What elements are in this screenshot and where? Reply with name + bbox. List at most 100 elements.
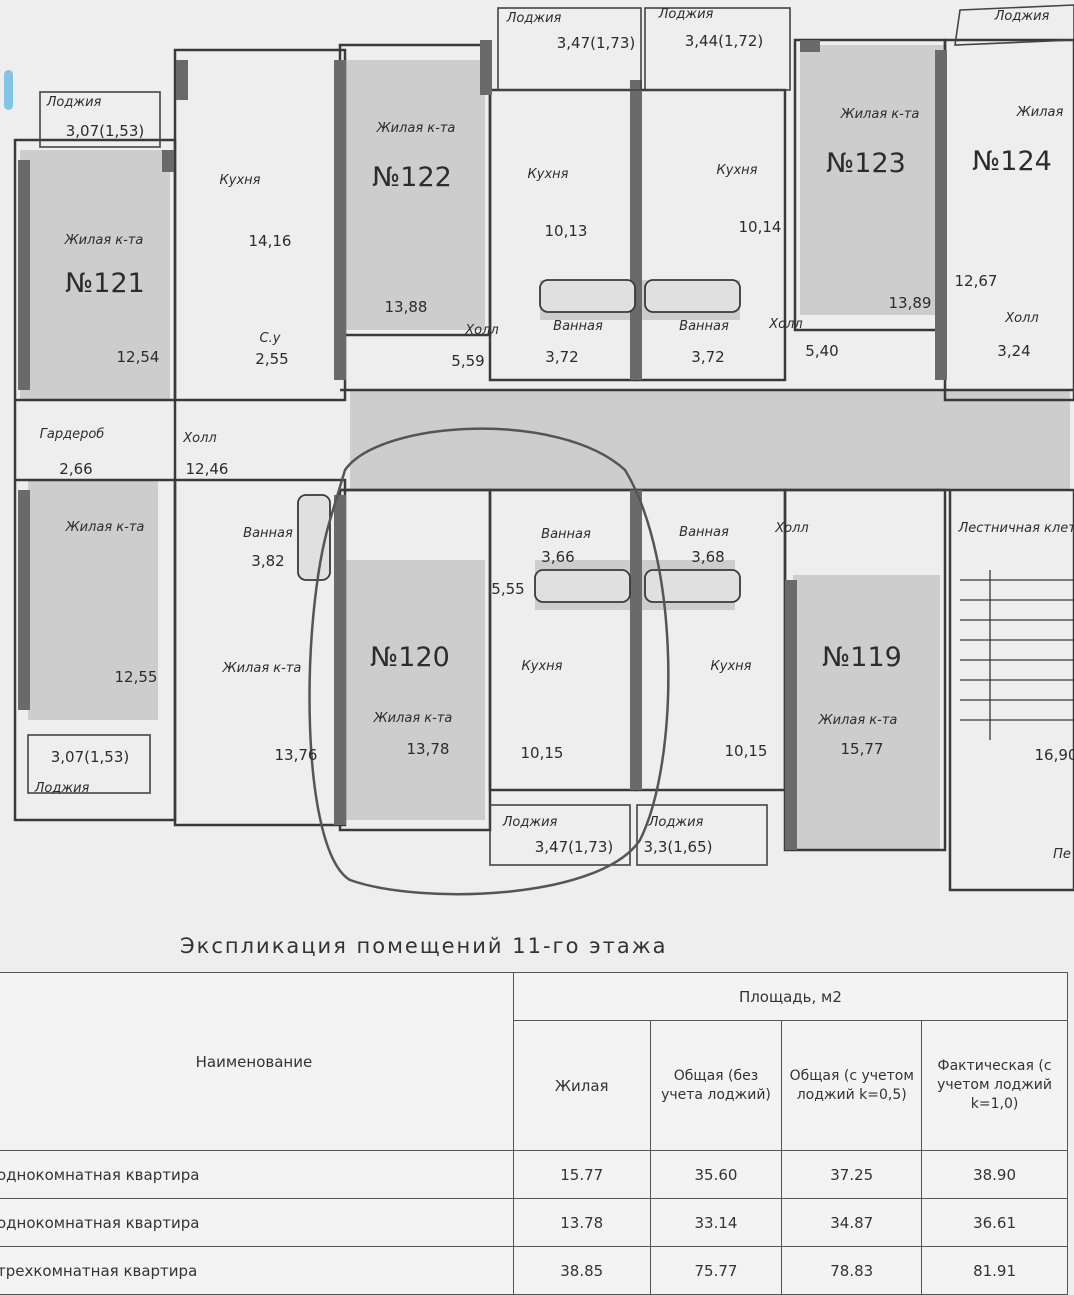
room-area: 3,82 [251, 552, 284, 570]
row-total: 75.77 [650, 1247, 782, 1295]
room-name: Лоджия [502, 815, 558, 830]
row-k05: 78.83 [782, 1247, 922, 1295]
room-area: 12,67 [955, 272, 998, 290]
explication-table: Наименование Площадь, м2 Жилая Общая (бе… [0, 972, 1068, 1295]
room-name: Кухня [711, 659, 752, 674]
room-area: 3,24 [997, 342, 1030, 360]
row-k05: 37.25 [782, 1151, 922, 1199]
room-area: 2,55 [255, 350, 288, 368]
room-name: Жилая [1016, 105, 1064, 120]
room-name: Холл [182, 431, 216, 446]
apt-120: №120 [370, 642, 450, 673]
room-name: Жилая к-та [65, 520, 145, 535]
room-name: Холл [1004, 311, 1038, 326]
room-name: Холл [768, 317, 802, 332]
header-total-no-loggia: Общая (без учета лоджий) [650, 1021, 782, 1151]
apt-123: №123 [826, 148, 906, 179]
room-area: 13,88 [385, 298, 428, 316]
room-name: Пе [1053, 847, 1071, 862]
row-name: однокомнатная квартира [0, 1199, 513, 1247]
room-name: Лоджия [658, 7, 714, 22]
room-name: Жилая к-та [818, 713, 898, 728]
room-name: Жилая к-та [373, 711, 453, 726]
room-name: Ванная [541, 527, 591, 542]
room-name: Жилая к-та [222, 661, 302, 676]
room-name: Жилая к-та [376, 121, 456, 136]
room-name: Ванная [679, 525, 729, 540]
room-name: Лестничная клетка Н [958, 521, 1074, 536]
row-name: трехкомнатная квартира [0, 1247, 513, 1295]
room-name: Лоджия [506, 11, 562, 26]
room-name: С.у [260, 331, 281, 346]
room-area: 3,07(1,53) [51, 748, 130, 766]
row-k05: 34.87 [782, 1199, 922, 1247]
room-name: Лоджия [648, 815, 704, 830]
room-area: 15,77 [841, 740, 884, 758]
explication-title: Экспликация помещений 11-го этажа [180, 934, 780, 958]
table-row: трехкомнатная квартира 38.85 75.77 78.83… [0, 1247, 1068, 1295]
room-area: 10,15 [725, 742, 768, 760]
room-name: Кухня [220, 173, 261, 188]
room-name: Лоджия [34, 781, 90, 796]
header-total-k05: Общая (с учетом лоджий k=0,5) [782, 1021, 922, 1151]
row-name: однокомнатная квартира [0, 1151, 513, 1199]
row-k10: 36.61 [922, 1199, 1068, 1247]
apt-119: №119 [822, 642, 902, 673]
floor-plan: №121 №122 №123 №124 №120 №119 Лоджия 3,0… [0, 0, 1074, 910]
row-k10: 38.90 [922, 1151, 1068, 1199]
header-actual-k10: Фактическая (с учетом лоджий k=1,0) [922, 1021, 1068, 1151]
apt-124: №124 [972, 146, 1052, 177]
room-name: Лоджия [46, 95, 102, 110]
row-living: 13.78 [513, 1199, 650, 1247]
room-area: 16,90 [1035, 746, 1074, 764]
room-name: Жилая к-та [840, 107, 920, 122]
room-area: 5,55 [491, 580, 524, 598]
room-name: Холл [464, 323, 498, 338]
room-area: 3,44(1,72) [685, 32, 764, 50]
room-area: 3,47(1,73) [535, 838, 614, 856]
room-area: 12,46 [186, 460, 229, 478]
room-area: 5,59 [451, 352, 484, 370]
room-fills [20, 45, 1070, 850]
room-name: Лоджия [994, 9, 1050, 24]
header-area-group: Площадь, м2 [513, 973, 1067, 1021]
room-area: 2,66 [59, 460, 92, 478]
row-living: 38.85 [513, 1247, 650, 1295]
room-name: Гардероб [40, 427, 105, 442]
room-name: Ванная [243, 526, 293, 541]
room-name: Кухня [717, 163, 758, 178]
room-name: Кухня [522, 659, 563, 674]
row-k10: 81.91 [922, 1247, 1068, 1295]
room-area: 3,3(1,65) [644, 838, 713, 856]
row-total: 35.60 [650, 1151, 782, 1199]
room-area: 13,76 [275, 746, 318, 764]
room-area: 10,13 [545, 222, 588, 240]
table-row: однокомнатная квартира 15.77 35.60 37.25… [0, 1151, 1068, 1199]
room-name: Кухня [528, 167, 569, 182]
row-living: 15.77 [513, 1151, 650, 1199]
room-name: Ванная [553, 319, 603, 334]
room-area: 13,89 [889, 294, 932, 312]
room-area: 12,54 [117, 348, 160, 366]
stair-lines [960, 570, 1074, 740]
room-area: 5,40 [805, 342, 838, 360]
header-living: Жилая [513, 1021, 650, 1151]
room-area: 3,72 [691, 348, 724, 366]
room-area: 12,55 [115, 668, 158, 686]
room-area: 10,15 [521, 744, 564, 762]
room-area: 3,47(1,73) [557, 34, 636, 52]
room-area: 3,07(1,53) [66, 122, 145, 140]
room-area: 14,16 [249, 232, 292, 250]
table-row: однокомнатная квартира 13.78 33.14 34.87… [0, 1199, 1068, 1247]
room-area: 13,78 [407, 740, 450, 758]
apt-122: №122 [372, 162, 452, 193]
row-total: 33.14 [650, 1199, 782, 1247]
apt-121: №121 [65, 268, 145, 299]
room-area: 10,14 [739, 218, 782, 236]
room-name: Ванная [679, 319, 729, 334]
room-area: 3,68 [691, 548, 724, 566]
room-name: Жилая к-та [64, 233, 144, 248]
room-area: 3,66 [541, 548, 574, 566]
room-name: Холл [774, 521, 808, 536]
header-name: Наименование [0, 973, 513, 1151]
